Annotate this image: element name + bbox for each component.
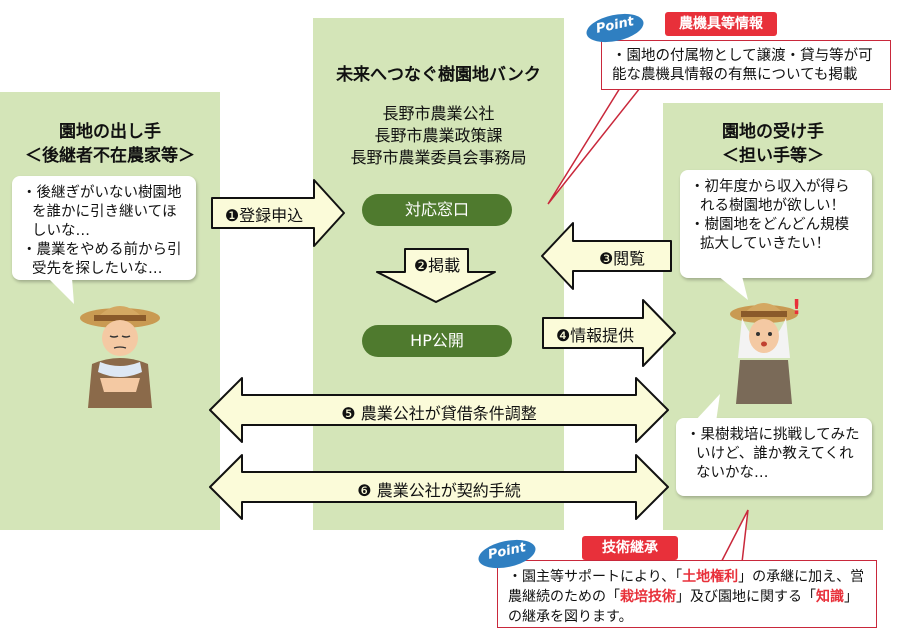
bank-title: 未来へつなぐ樹園地バンク — [336, 65, 541, 85]
register-arrow — [211, 179, 345, 247]
young-farmer-icon: ! — [730, 295, 801, 404]
lease-arrow — [209, 377, 669, 443]
taker-speech-bubble-top: ・初年度から収入が得られる樹園地が欲しい！ ・樹園地をどんどん規模拡大していきた… — [680, 170, 872, 278]
elderly-farmer-icon — [80, 306, 160, 408]
taker-title: 園地の受け手 ＜担い手等＞ — [722, 122, 824, 166]
publish-label: ❷掲載 — [413, 256, 461, 275]
giver-bubble-tail — [48, 278, 74, 304]
org-list: 長野市農業公社 長野市農業政策課 長野市農業委員会事務局 — [313, 103, 564, 169]
lease-label: ❺ 農業公社が貸借条件調整 — [341, 404, 537, 423]
browse-arrow — [541, 222, 672, 290]
taker-speech-bubble-bottom: ・果樹栽培に挑戦してみたいけど、誰か教えてくれないかな… — [676, 418, 872, 496]
svg-text:!: ! — [792, 295, 801, 319]
taker-bubble-tail-top — [718, 276, 748, 300]
point-badge-bottom: Point — [476, 538, 538, 570]
point-badge-top: Point — [584, 12, 646, 44]
publish-arrow — [376, 248, 496, 303]
callout-top-tail — [547, 87, 642, 205]
info-label: ❹情報提供 — [555, 326, 635, 345]
skill-transfer-tag: 技術継承 — [582, 536, 678, 560]
machinery-info-callout: ・園地の付属物として譲渡・貸与等が可能な農機具情報の有無についても掲載 — [601, 40, 891, 90]
giver-speech-bubble: ・後継ぎがいない樹園地を誰かに引き継いてほしいな… ・農業をやめる前から引受先を… — [12, 176, 196, 280]
skill-transfer-callout: ・園主等サポートにより、「土地権利」の承継に加え、営農継続のための「栽培技術」及… — [497, 560, 877, 628]
point-badge-shape — [586, 13, 644, 43]
info-arrow — [542, 299, 676, 367]
contract-arrow — [209, 454, 669, 520]
point-badge-shape — [478, 539, 536, 569]
taker-bubble-tail-bottom — [694, 394, 720, 422]
register-label: ❶登録申込 — [224, 206, 304, 225]
machinery-info-tag: 農機具等情報 — [665, 12, 777, 36]
giver-title: 園地の出し手 ＜後継者不在農家等＞ — [25, 122, 195, 166]
org-item: 長野市農業政策課 — [374, 126, 503, 145]
org-item: 長野市農業公社 — [382, 104, 495, 123]
org-item: 長野市農業委員会事務局 — [350, 148, 527, 167]
hp-publish-pill: HP公開 — [362, 325, 512, 357]
contact-window-pill: 対応窓口 — [362, 194, 512, 226]
contract-label: ❻ 農業公社が契約手続 — [357, 481, 521, 500]
browse-label: ❸閲覧 — [598, 249, 646, 268]
